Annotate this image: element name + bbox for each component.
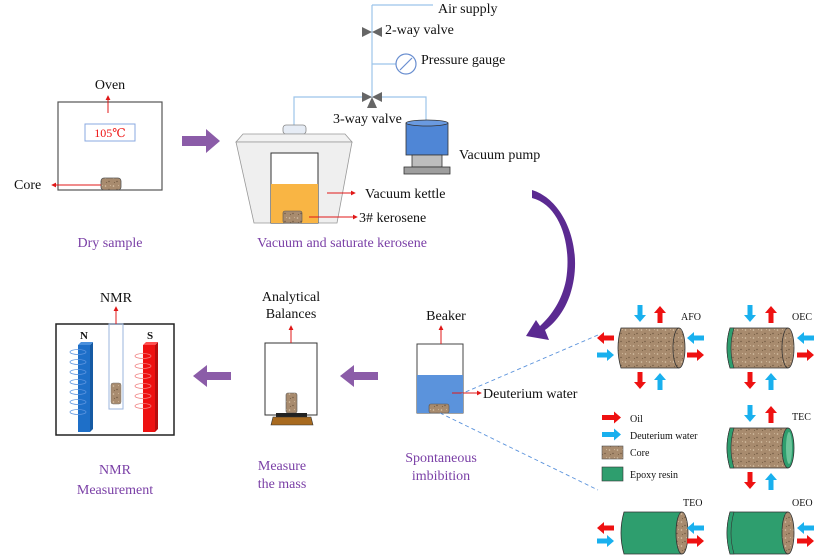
oil-arrow — [765, 406, 777, 423]
legend-label-water-arrow: Deuterium water — [630, 431, 698, 442]
legend-water-swatch — [602, 428, 621, 441]
step-nmr-line2: Measurement — [77, 483, 153, 498]
bc-label-oeo: OEO — [792, 498, 813, 509]
oven-label: Oven — [95, 78, 125, 93]
oil-arrow — [687, 349, 704, 361]
core-tec — [726, 427, 795, 469]
zoom-line-top — [439, 334, 599, 404]
water-arrow — [654, 373, 666, 390]
step-measure-line2: the mass — [258, 477, 307, 492]
water-arrow — [687, 332, 704, 344]
flow-arrow-1 — [182, 129, 220, 153]
temperature-display — [84, 123, 136, 142]
nmr-group: N S NMR NMR Measurement — [55, 291, 175, 498]
water-arrow — [687, 522, 704, 534]
water-arrow — [765, 373, 777, 390]
core-label: Core — [14, 178, 41, 193]
saturation-group: Air supply 2-way valve Pressure gauge 3-… — [235, 2, 540, 251]
legend-oil-swatch — [602, 411, 621, 424]
flow-arrow-3 — [193, 365, 231, 387]
legend-label-epoxy: Epoxy resin — [630, 470, 678, 481]
oven-group: 105℃ Oven Core Dry sample — [14, 78, 163, 251]
balance-core — [285, 392, 298, 414]
north-label: N — [80, 330, 88, 342]
oil-arrow — [634, 372, 646, 389]
oil-arrow — [744, 372, 756, 389]
oil-arrow — [744, 472, 756, 489]
water-arrow — [597, 349, 614, 361]
legend-core-swatch — [601, 445, 624, 460]
south-magnet — [134, 342, 158, 432]
flow-arrow-2 — [340, 365, 378, 387]
balance-group: Analytical Balances Measure the mass — [258, 290, 321, 492]
beaker-core — [428, 403, 450, 414]
water-arrow — [634, 305, 646, 322]
bc-label-oec: OEC — [792, 312, 812, 323]
oil-arrow — [687, 535, 704, 547]
bc-label-afo: AFO — [681, 312, 701, 323]
oil-arrow — [797, 535, 814, 547]
gauge-needle — [399, 57, 413, 71]
curved-flow-arrow — [526, 190, 576, 340]
two-way-valve-icon — [362, 27, 382, 37]
step-dry-sample: Dry sample — [78, 236, 143, 251]
oil-arrow — [654, 306, 666, 323]
oil-arrow — [765, 306, 777, 323]
step-nmr-line1: NMR — [99, 463, 132, 478]
pressure-gauge-label: Pressure gauge — [421, 53, 505, 68]
water-arrow — [744, 405, 756, 422]
deuterium-water-label: Deuterium water — [483, 387, 578, 402]
south-label: S — [147, 330, 153, 342]
nmr-label: NMR — [100, 291, 133, 306]
step-measure-line1: Measure — [258, 459, 306, 474]
legend-label-core: Core — [630, 448, 650, 459]
step-imbibition-line1: Spontaneous — [405, 451, 477, 466]
water-arrow — [597, 535, 614, 547]
oil-arrow — [597, 522, 614, 534]
legend-epoxy-swatch — [601, 466, 624, 482]
vacuum-kettle — [235, 124, 353, 224]
oil-arrow — [797, 349, 814, 361]
legend-label-oil-arrow: Oil — [630, 414, 643, 425]
water-arrow — [797, 522, 814, 534]
temperature-text: 105℃ — [94, 126, 125, 140]
pipes — [293, 4, 433, 126]
north-magnet — [69, 342, 93, 432]
water-arrow — [765, 473, 777, 490]
oil-arrow — [597, 332, 614, 344]
core-afo — [617, 327, 686, 369]
water-arrow — [744, 305, 756, 322]
vacuum-pump — [403, 119, 451, 175]
balance-base — [270, 416, 314, 426]
water-arrow — [797, 332, 814, 344]
imbibition-group: Beaker Deuterium water Spontaneous imbib… — [405, 309, 599, 491]
three-way-valve-icon — [362, 92, 382, 108]
kerosene-label: 3# kerosene — [359, 211, 426, 226]
bc-label-tec: TEC — [792, 412, 811, 423]
core-teo — [620, 511, 689, 555]
bc-label-teo: TEO — [683, 498, 702, 509]
core-oeo — [726, 511, 795, 555]
zoom-line-bottom — [439, 412, 599, 491]
three-way-valve-label: 3-way valve — [333, 112, 402, 127]
core-sample — [100, 177, 122, 191]
vacuum-pump-label: Vacuum pump — [459, 148, 540, 163]
beaker-label: Beaker — [426, 309, 466, 324]
oven-box — [57, 101, 163, 191]
two-way-valve-label: 2-way valve — [385, 23, 454, 38]
air-supply-label: Air supply — [438, 2, 498, 17]
nmr-core — [110, 382, 122, 405]
balance-label-line2: Balances — [266, 307, 317, 322]
vacuum-kettle-label: Vacuum kettle — [365, 187, 445, 202]
step-vacuum-saturate: Vacuum and saturate kerosene — [257, 236, 427, 251]
step-imbibition-line2: imbibition — [412, 469, 470, 484]
core-oec — [726, 327, 795, 369]
balance-label-line1: Analytical — [262, 290, 320, 305]
